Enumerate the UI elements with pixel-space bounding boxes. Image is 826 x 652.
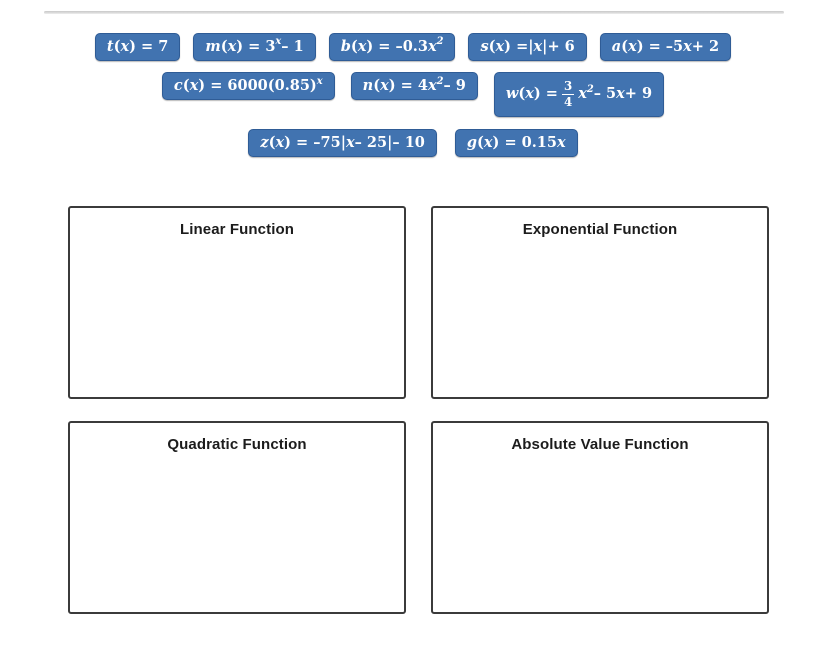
drop-zone-quadratic[interactable]: Quadratic Function bbox=[68, 421, 406, 614]
tile-w-numerator: 3 bbox=[563, 79, 573, 94]
tile-n-tail: – 9 bbox=[443, 77, 466, 95]
tile-n-var: x bbox=[380, 77, 389, 95]
tile-m-tail: – 1 bbox=[281, 38, 304, 55]
tile-a-tail: + 2 bbox=[691, 38, 720, 55]
tile-z-var: x bbox=[275, 133, 285, 151]
tile-z-bar-right: | bbox=[387, 133, 393, 151]
tile-b-paren-open: ( bbox=[350, 38, 358, 55]
tile-t-rest: ) = 7 bbox=[129, 38, 169, 55]
tile-m-var: x bbox=[227, 38, 237, 55]
tile-m-paren-open: ( bbox=[220, 38, 228, 55]
tile-z-tail: – 10 bbox=[392, 133, 425, 151]
tile-a-rest: ) = –5 bbox=[636, 38, 684, 55]
tile-s-variable: x bbox=[533, 38, 543, 55]
tile-w-tail2: + 9 bbox=[624, 85, 653, 103]
tile-b-fn: b bbox=[340, 38, 351, 55]
tile-a-fn: a bbox=[611, 38, 622, 55]
tile-t-fn: t bbox=[106, 38, 114, 55]
tile-b-variable: x bbox=[427, 38, 437, 55]
drop-zone-linear-title: Linear Function bbox=[180, 221, 294, 238]
tile-n-variable: x bbox=[427, 77, 437, 95]
tile-g-var: x bbox=[483, 133, 493, 151]
tile-t-var: x bbox=[120, 38, 130, 55]
tile-n-paren-open: ( bbox=[373, 77, 381, 95]
tile-z-variable: x bbox=[345, 133, 355, 151]
tile-s-bar-left: | bbox=[528, 38, 534, 55]
tile-w-fn: w bbox=[505, 85, 519, 103]
tile-w-variable: x bbox=[578, 85, 587, 103]
top-divider-rule bbox=[44, 11, 784, 14]
drop-zone-quadratic-area[interactable] bbox=[74, 461, 400, 608]
tile-z-mid: – 25 bbox=[354, 133, 388, 151]
tile-c-var: x bbox=[189, 77, 199, 95]
tile-c-body: ) = 6000(0.85) bbox=[198, 77, 317, 95]
tile-w-denominator: 4 bbox=[561, 93, 575, 109]
tile-s-paren-open: ( bbox=[488, 38, 496, 55]
tile-w-var: x bbox=[525, 85, 534, 103]
tile-s-body: ) = bbox=[504, 38, 529, 55]
function-tile-z[interactable]: z(x) = –75|x – 25| – 10 bbox=[248, 128, 437, 158]
drop-zone-quadratic-title: Quadratic Function bbox=[167, 436, 307, 453]
tile-m-base: ) = 3 bbox=[236, 38, 276, 55]
tile-z-fn: z bbox=[260, 133, 269, 151]
tile-g-paren-open: ( bbox=[477, 133, 484, 151]
tile-n-fn: n bbox=[362, 77, 374, 95]
tile-c-fn: c bbox=[173, 77, 183, 95]
tile-b-var: x bbox=[357, 38, 367, 55]
drop-zone-row-1: Linear Function Exponential Function bbox=[68, 206, 783, 399]
function-tile-t[interactable]: t(x) = 7 bbox=[94, 33, 181, 62]
drop-zone-absolute-value[interactable]: Absolute Value Function bbox=[431, 421, 769, 614]
tile-s-tail: + 6 bbox=[547, 38, 575, 55]
drop-zone-exponential[interactable]: Exponential Function bbox=[431, 206, 769, 399]
function-tile-s[interactable]: s(x) = |x| + 6 bbox=[468, 33, 587, 62]
drop-zone-absolute-value-title: Absolute Value Function bbox=[511, 436, 689, 453]
tile-s-var: x bbox=[495, 38, 505, 55]
tile-s-fn: s bbox=[480, 38, 489, 55]
tile-a-variable: x bbox=[683, 38, 692, 55]
category-drop-zones: Linear Function Exponential Function Qua… bbox=[68, 206, 783, 614]
tile-w-variable2: x bbox=[616, 85, 625, 103]
tile-a-var: x bbox=[628, 38, 637, 55]
function-tile-c[interactable]: c(x) = 6000(0.85)x bbox=[161, 72, 335, 101]
tile-g-body: ) = 0.15 bbox=[492, 133, 557, 151]
drop-zone-linear[interactable]: Linear Function bbox=[68, 206, 406, 399]
tile-z-bar-left: | bbox=[340, 133, 346, 151]
tile-z-body: ) = –75 bbox=[284, 133, 341, 151]
tile-s-bar-right: | bbox=[542, 38, 548, 55]
tile-c-paren-open: ( bbox=[182, 77, 190, 95]
drop-zone-exponential-title: Exponential Function bbox=[522, 221, 678, 238]
drop-zone-absolute-value-area[interactable] bbox=[437, 461, 763, 608]
tile-w-equals: ) = bbox=[533, 85, 558, 103]
tile-g-fn: g bbox=[466, 133, 478, 151]
tile-z-paren-open: ( bbox=[268, 133, 276, 151]
tile-g-variable: x bbox=[556, 133, 566, 151]
drop-zone-exponential-area[interactable] bbox=[437, 246, 763, 393]
tile-m-fn: m bbox=[205, 38, 221, 55]
tile-n-body: ) = 4 bbox=[388, 77, 428, 95]
tile-t-paren-open: ( bbox=[113, 38, 121, 55]
drop-zone-linear-area[interactable] bbox=[74, 246, 400, 393]
tile-a-paren-open: ( bbox=[621, 38, 629, 55]
tile-w-tail: – 5 bbox=[593, 85, 617, 103]
drop-zone-row-2: Quadratic Function Absolute Value Functi… bbox=[68, 421, 783, 614]
tile-w-paren-open: ( bbox=[518, 85, 526, 103]
tile-b-body: ) = –0.3 bbox=[366, 38, 428, 55]
